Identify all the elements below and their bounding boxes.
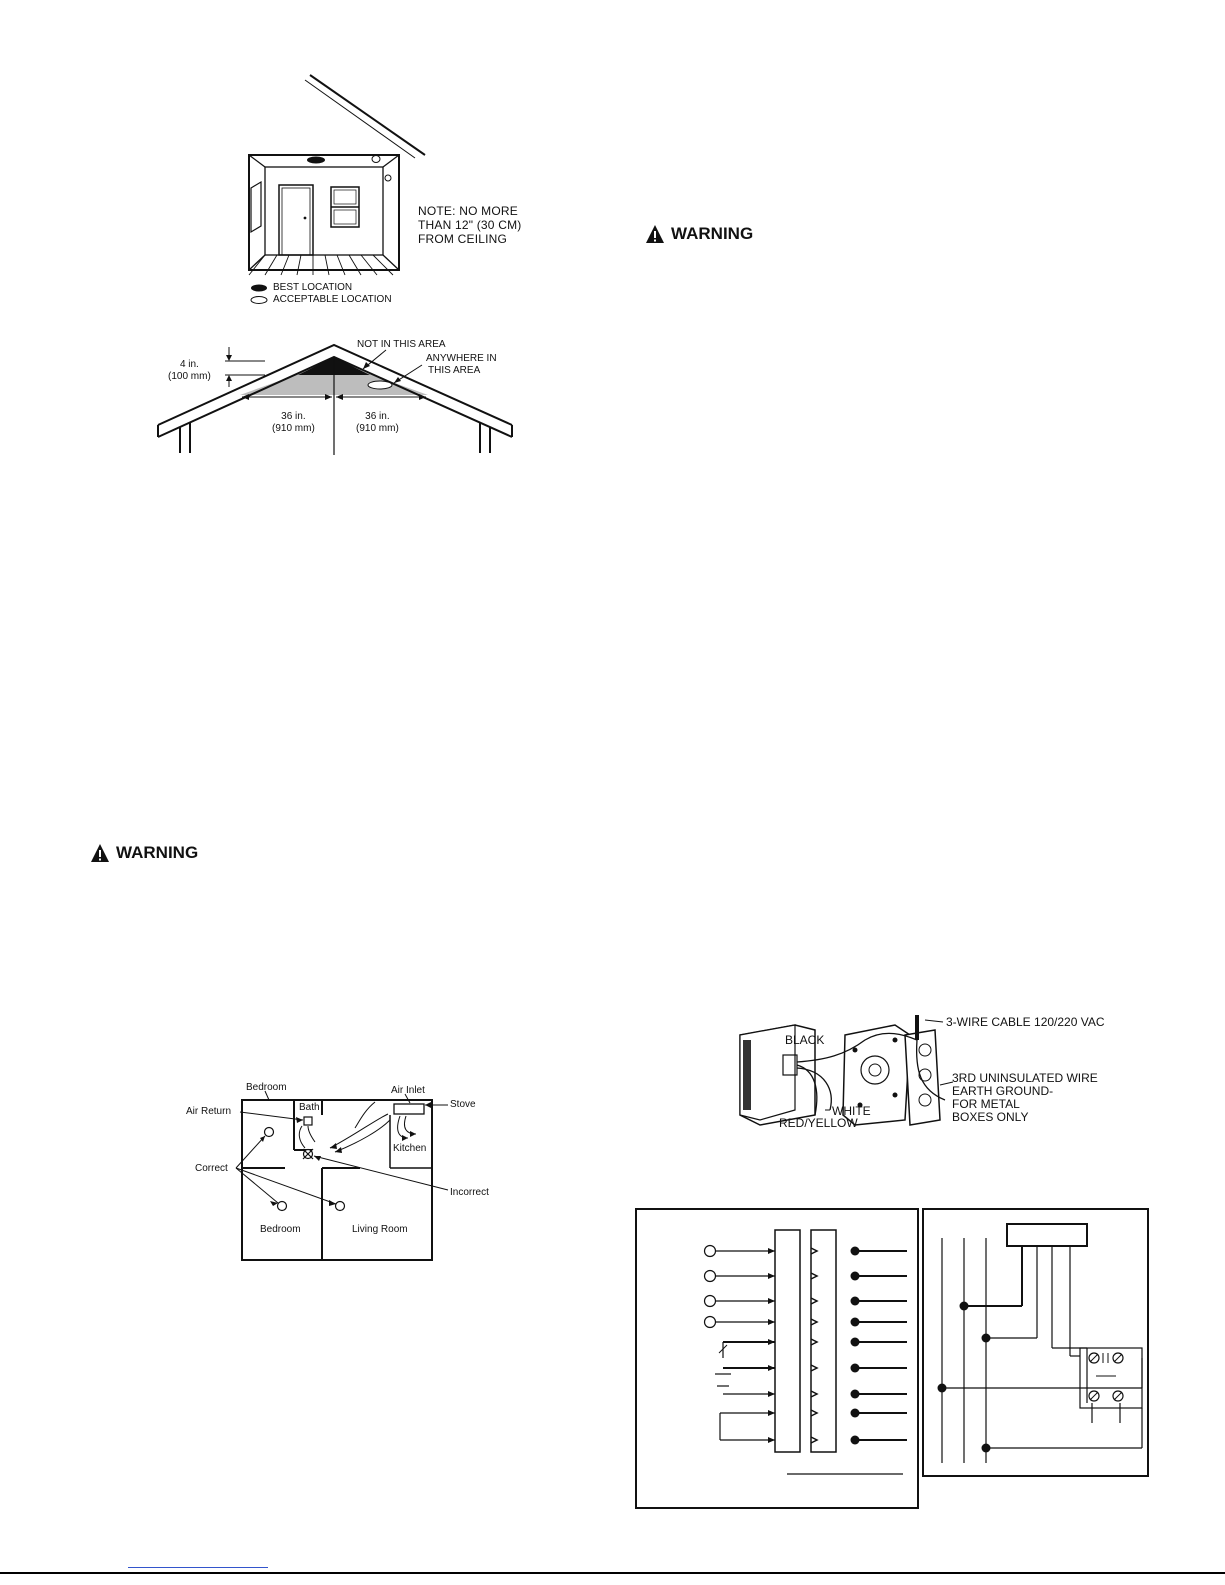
floorplan-figure: Bedroom Bath Air Inlet Stove Air Return … [180,1080,500,1265]
note-line: FROM CEILING [418,232,508,246]
roof-figure: NOT IN THIS AREA ANYWHERE IN THIS AREA 4… [150,335,520,455]
legend-acceptable-label: ACCEPTABLE LOCATION [273,294,392,305]
span-mm: (910 mm) [272,423,315,434]
label-air-inlet: Air Inlet [391,1085,425,1096]
label-living-room: Living Room [352,1224,408,1235]
ground-line: BOXES ONLY [952,1110,1029,1124]
ceiling-note: NOTE: NO MORE THAN 12" (30 CM) FROM CEIL… [418,204,521,246]
footer-link-underline[interactable] [128,1567,268,1568]
anywhere-line: THIS AREA [428,365,481,376]
span-in: 36 in. [281,411,306,422]
warning-triangle-icon [646,225,664,243]
label-incorrect: Incorrect [450,1187,489,1198]
room-illustration [248,74,426,304]
label-red-yellow: RED/YELLOW [779,1116,858,1130]
anywhere-line: ANYWHERE IN [426,353,497,364]
label-bedroom-bottom: Bedroom [260,1224,301,1235]
not-in-area-label: NOT IN THIS AREA [357,339,446,350]
label-ground: 3RD UNINSULATED WIRE EARTH GROUND- FOR M… [952,1072,1098,1124]
note-line: THAN 12" (30 CM) [418,218,522,232]
junction-box-illustration [739,1015,954,1126]
warning-heading-left: WARNING [90,843,198,863]
schematic-terminal-panel [635,1208,920,1510]
note-line: NOTE: NO MORE [418,204,518,218]
schematic-power-panel [922,1208,1150,1478]
label-bath: Bath [299,1102,320,1113]
ground-line: FOR METAL [952,1097,1020,1111]
label-stove: Stove [450,1099,476,1110]
terminal-schematic [635,1208,919,1509]
span-mm: (910 mm) [356,423,399,434]
label-bedroom-top: Bedroom [246,1082,287,1093]
label-correct: Correct [195,1163,228,1174]
gap-dimension-label: 4 in. (100 mm) [168,359,211,383]
label-black: BLACK [785,1033,825,1047]
roof-peak-illustration [157,343,513,455]
span-in: 36 in. [365,411,390,422]
wiring-figure: BLACK WHITE RED/YELLOW 3-WIRE CABLE 120/… [735,1010,1155,1135]
power-schematic [922,1208,1149,1477]
label-air-return: Air Return [186,1106,232,1117]
gap-in: 4 in. [179,359,199,370]
legend-best-label: BEST LOCATION [273,282,353,293]
floorplan-illustration [235,1090,449,1261]
warning-text: WARNING [116,843,199,862]
anywhere-area-label: ANYWHERE IN THIS AREA [426,353,497,377]
left-span-label: 36 in. (910 mm) [272,411,315,435]
warning-heading-right: WARNING [645,224,753,244]
footer-rule [0,1572,1225,1574]
warning-text: WARNING [671,224,754,243]
gap-mm: (100 mm) [168,371,211,382]
warning-triangle-icon [91,844,109,862]
label-cable: 3-WIRE CABLE 120/220 VAC [946,1015,1105,1029]
label-kitchen: Kitchen [393,1143,427,1154]
room-figure: BEST LOCATION ACCEPTABLE LOCATION [245,70,520,310]
ground-line: EARTH GROUND- [952,1084,1054,1098]
label-white: WHITE [832,1104,871,1118]
right-span-label: 36 in. (910 mm) [356,411,399,435]
ground-line: 3RD UNINSULATED WIRE [952,1071,1098,1085]
